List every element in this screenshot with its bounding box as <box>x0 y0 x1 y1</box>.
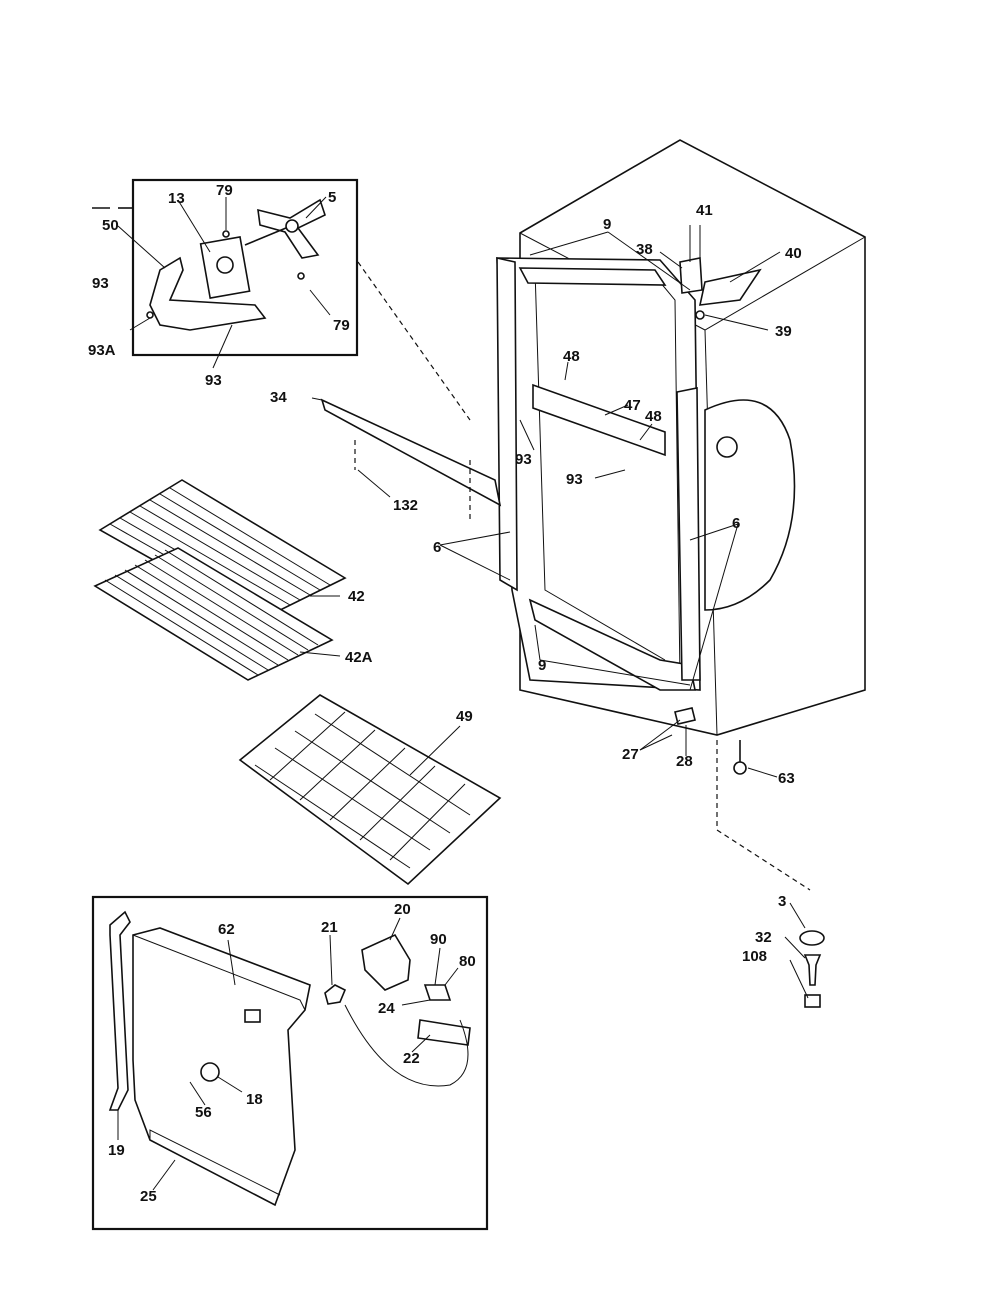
callout-63: 63 <box>778 770 795 787</box>
callout-20: 20 <box>394 901 411 918</box>
callout-22: 22 <box>403 1050 420 1067</box>
callout-90: 90 <box>430 931 447 948</box>
basket <box>238 694 502 886</box>
freezer-cabinet <box>311 139 866 1008</box>
callout-38: 38 <box>636 241 653 258</box>
callout-42: 42 <box>348 588 365 605</box>
toe-grille-inset <box>91 895 489 1231</box>
callout-93: 93 <box>92 275 109 292</box>
callout-80: 80 <box>459 953 476 970</box>
callout-41: 41 <box>696 202 713 219</box>
callout-79: 79 <box>216 182 233 199</box>
callout-21: 21 <box>321 919 338 936</box>
callout-40: 40 <box>785 245 802 262</box>
wire-shelves <box>93 479 347 681</box>
callout-93: 93 <box>566 471 583 488</box>
callout-42A: 42A <box>345 649 373 666</box>
callout-93: 93 <box>205 372 222 389</box>
callout-9: 9 <box>538 657 546 674</box>
callout-56: 56 <box>195 1104 212 1121</box>
callout-93: 93 <box>515 451 532 468</box>
callout-28: 28 <box>676 753 693 770</box>
callout-labels: 79 13 5 50 93 93A 93 79 9 38 41 40 39 48… <box>88 182 802 1205</box>
callout-32: 32 <box>755 929 772 946</box>
fan-motor-inset <box>92 178 359 369</box>
callout-3: 3 <box>778 893 786 910</box>
callout-47: 47 <box>624 397 641 414</box>
callout-79: 79 <box>333 317 350 334</box>
callout-9: 9 <box>603 216 611 233</box>
callout-19: 19 <box>108 1142 125 1159</box>
callout-48: 48 <box>563 348 580 365</box>
callout-108: 108 <box>742 948 767 965</box>
callout-18: 18 <box>246 1091 263 1108</box>
callout-6: 6 <box>732 515 740 532</box>
callout-5: 5 <box>328 189 336 206</box>
callout-34: 34 <box>270 389 287 406</box>
callout-62: 62 <box>218 921 235 938</box>
callout-27: 27 <box>622 746 639 763</box>
callout-132: 132 <box>393 497 418 514</box>
callout-49: 49 <box>456 708 473 725</box>
callout-24: 24 <box>378 1000 395 1017</box>
callout-39: 39 <box>775 323 792 340</box>
callout-6: 6 <box>433 539 441 556</box>
callout-93A: 93A <box>88 342 116 359</box>
callout-13: 13 <box>168 190 185 207</box>
callout-50: 50 <box>102 217 119 234</box>
callout-48: 48 <box>645 408 662 425</box>
callout-25: 25 <box>140 1188 157 1205</box>
